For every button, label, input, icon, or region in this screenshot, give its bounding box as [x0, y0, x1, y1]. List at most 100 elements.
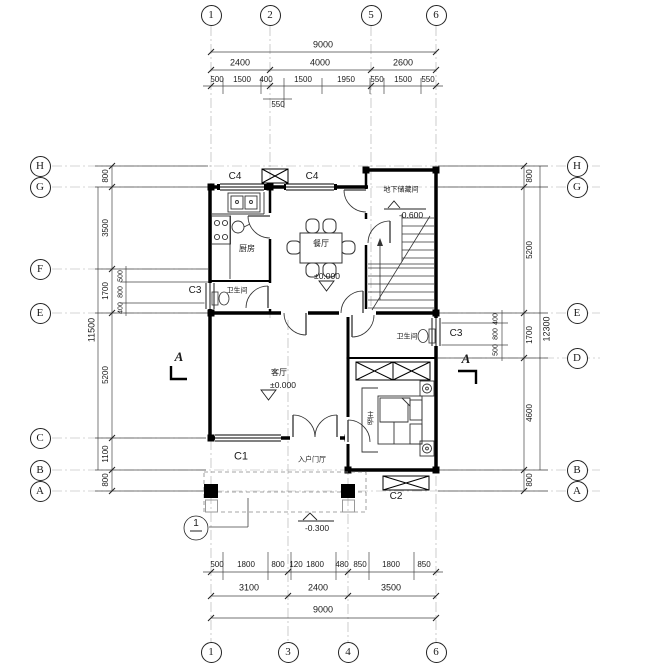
dim-bottom-total: 9000: [312, 604, 334, 615]
grid-bubble-left-A: A: [29, 480, 51, 502]
dim-bottom-minor-2: 800: [271, 560, 285, 569]
door-gaps: [266, 189, 376, 444]
dim-left-major-0: 800: [101, 169, 110, 183]
dim-top-minor-7: 550: [421, 75, 435, 84]
dim-right-minor-2: 500: [492, 344, 500, 356]
grid-bubble-bottom-1: 1: [200, 641, 222, 663]
level-porch: -0.300: [304, 522, 330, 533]
level-storage: -0.600: [398, 209, 424, 220]
dim-top-major-0: 2400: [229, 57, 251, 68]
dim-top-major-2: 2600: [392, 57, 414, 68]
dim-right-total: 12300: [541, 316, 552, 342]
level-dining: ±0.000: [314, 270, 340, 281]
room-label-bath-right: 卫生间: [396, 333, 418, 341]
grid-bubble-left-G: G: [29, 176, 51, 198]
dim-bottom-minor-4: 1800: [306, 560, 324, 569]
dim-right-minor-1: 800: [492, 328, 500, 340]
section-marker-brackets: [169, 366, 478, 384]
grid-bubble-left-C: C: [29, 427, 51, 449]
dim-left-major-1: 3500: [101, 219, 110, 237]
room-label-dining: 餐厅: [313, 239, 329, 248]
wardrobe-symbol: [355, 361, 431, 381]
dim-left-major-3: 5200: [101, 366, 110, 384]
dim-left-minor-1: 800: [117, 286, 125, 298]
detail-marker-number: 1: [193, 518, 199, 529]
dim-top-minor2: 550: [271, 100, 285, 109]
dim-bottom-minor-0: 500: [210, 560, 224, 569]
room-label-entry: 入户门厅: [298, 456, 326, 464]
dim-top-minor-0: 500: [210, 75, 224, 84]
grid-bubble-bottom-6: 6: [425, 641, 447, 663]
grid-bubble-right-H: H: [566, 155, 588, 177]
dining-table-symbol: [286, 218, 356, 278]
dim-left-minor-2: 400: [117, 302, 125, 314]
bed-symbol: [361, 380, 435, 457]
dimension-lines: [95, 51, 548, 619]
porch: [203, 471, 367, 513]
grid-bubble-right-A: A: [566, 480, 588, 502]
dim-top-minor-6: 1500: [394, 75, 412, 84]
grid-bubble-bottom-3: 3: [277, 641, 299, 663]
grid-bubble-left-F: F: [29, 258, 51, 280]
dim-top-minor-4: 1950: [337, 75, 355, 84]
dim-left-major-2: 1700: [101, 282, 110, 300]
room-label-storage: 地下储藏间: [383, 186, 419, 194]
flue-symbol: [261, 168, 289, 184]
grid-bubble-top-6: 6: [425, 4, 447, 26]
door-arcs: [245, 189, 391, 443]
level-marker-symbols: [260, 200, 426, 522]
grid-bubble-top-2: 2: [259, 4, 281, 26]
dim-right-major-0: 800: [525, 169, 534, 183]
dim-top-major-1: 4000: [309, 57, 331, 68]
dim-left-minor-0: 500: [117, 270, 125, 282]
dim-right-minor-0: 400: [492, 313, 500, 325]
dim-bottom-minor-3: 120: [289, 560, 303, 569]
dim-top-total: 9000: [312, 39, 334, 50]
dim-right-major-3: 4600: [525, 404, 534, 422]
opening-label-c4a: C4: [228, 171, 242, 182]
level-living: ±0.000: [270, 379, 296, 390]
opening-label-c2: C2: [389, 491, 403, 502]
grid-bubble-top-5: 5: [360, 4, 382, 26]
grid-bubble-right-G: G: [566, 176, 588, 198]
dim-bottom-major-1: 2400: [307, 582, 329, 593]
dim-bottom-minor-5: 480: [335, 560, 349, 569]
dim-left-major-4: 1100: [101, 445, 110, 463]
opening-label-c3-right: C3: [449, 328, 463, 339]
grid-bubble-left-E: E: [29, 302, 51, 324]
grid-bubble-left-B: B: [29, 459, 51, 481]
room-label-bedroom: 主卧: [366, 411, 374, 425]
dim-bottom-major-0: 3100: [238, 582, 260, 593]
dim-bottom-minor-7: 1800: [382, 560, 400, 569]
grid-bubble-left-H: H: [29, 155, 51, 177]
grid-bubble-right-B: B: [566, 459, 588, 481]
room-label-kitchen: 厨房: [239, 244, 255, 253]
grid-bubble-right-E: E: [566, 302, 588, 324]
opening-label-c3-left: C3: [188, 285, 202, 296]
room-label-living: 客厅: [271, 368, 287, 377]
dim-top-minor-1: 1500: [233, 75, 251, 84]
dim-bottom-minor-1: 1800: [237, 560, 255, 569]
toilet-symbols: [211, 291, 436, 344]
grid-bubble-top-1: 1: [200, 4, 222, 26]
dim-bottom-major-2: 3500: [380, 582, 402, 593]
dim-bottom-minor-8: 850: [417, 560, 431, 569]
grid-bubble-right-D: D: [566, 347, 588, 369]
grid-axis-lines: [52, 26, 600, 642]
dim-left-total: 11500: [86, 317, 97, 343]
dim-right-major-4: 800: [525, 473, 534, 487]
section-marker-left: A: [174, 349, 184, 364]
dimension-ticks: [108, 48, 528, 622]
dim-right-major-1: 5200: [525, 241, 534, 259]
dim-left-major-5: 800: [101, 473, 110, 487]
grid-bubble-bottom-4: 4: [337, 641, 359, 663]
c2-flue-symbol: [382, 475, 430, 491]
kitchen-counter-symbol: [211, 192, 265, 279]
dim-bottom-minor-6: 850: [353, 560, 367, 569]
dim-top-minor-5: 550: [370, 75, 384, 84]
room-label-bath-left: 卫生间: [226, 287, 248, 295]
dim-top-minor-3: 1500: [294, 75, 312, 84]
section-marker-right: A: [461, 351, 471, 366]
